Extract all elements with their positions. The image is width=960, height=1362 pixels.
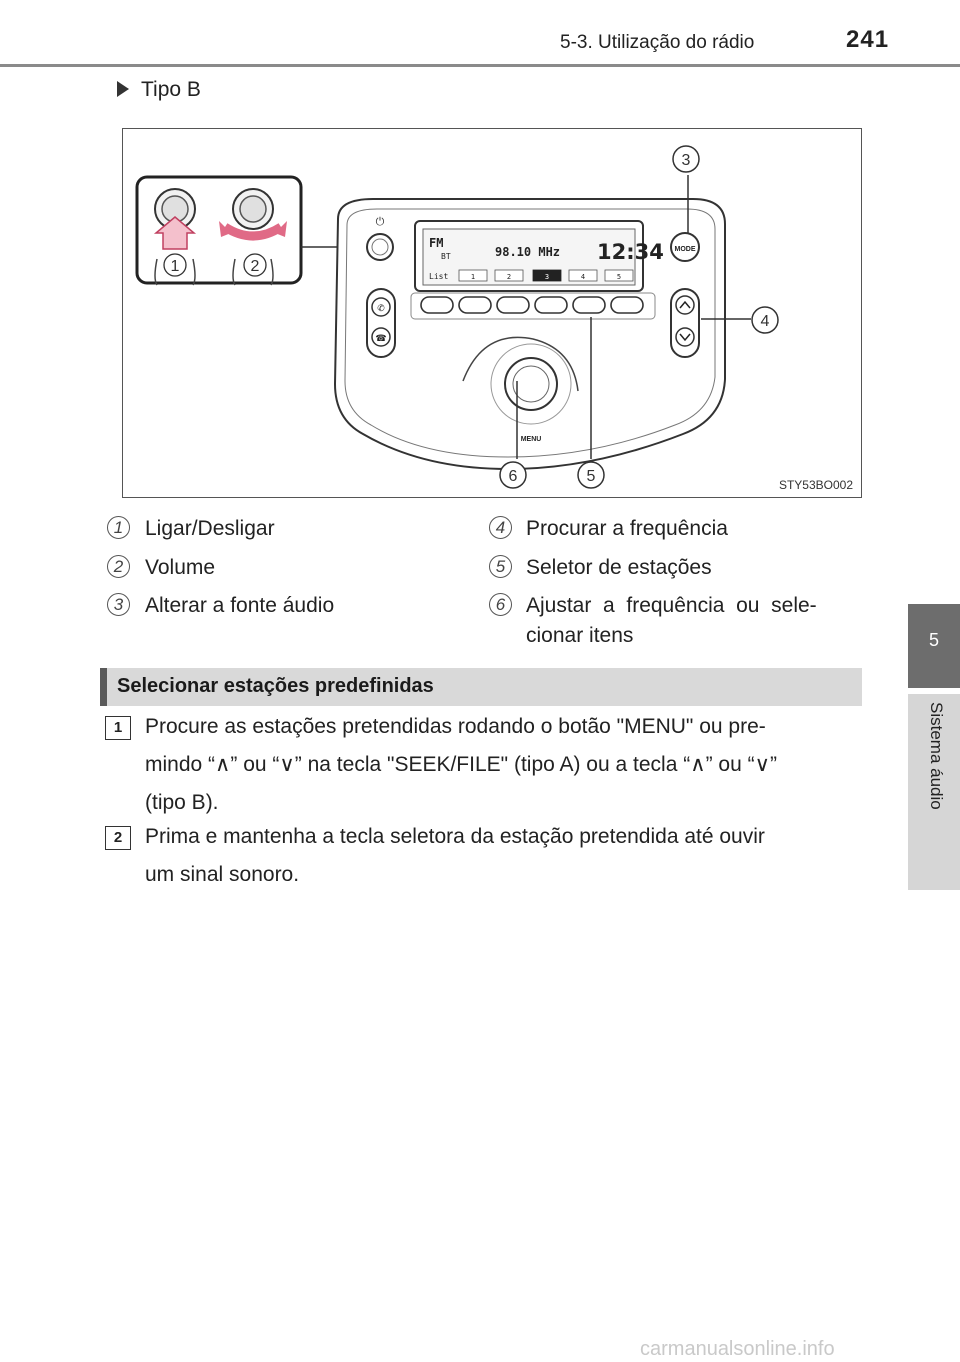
svg-text:1: 1 <box>471 273 475 281</box>
legend-text-6b: cionar itens <box>526 624 634 647</box>
step-number-2: 2 <box>105 826 131 850</box>
mode-button-icon <box>670 232 700 262</box>
press-arrow-icon <box>153 216 197 250</box>
section-title: Selecionar estações predefinidas <box>117 675 434 697</box>
legend-num-1: 1 <box>107 516 130 539</box>
callout-5: 5 <box>587 468 596 485</box>
step-number-1: 1 <box>105 716 131 740</box>
chapter-title: Sistema áudio <box>927 702 946 810</box>
legend-text-4: Procurar a frequência <box>526 517 728 540</box>
svg-text:✆: ✆ <box>377 304 385 314</box>
display-source: BT <box>441 252 451 261</box>
chapter-number: 5 <box>928 630 939 650</box>
radio-unit: ⏻ MODE FM BT 98.10 MHz 12:34 List 1 2 3 … <box>333 198 726 471</box>
svg-text:4: 4 <box>581 273 585 281</box>
figure-code: STY53BO002 <box>778 478 853 492</box>
legend-num-6: 6 <box>489 593 512 616</box>
step-2-line-1: Prima e mantenha a tecla seletora da est… <box>145 825 765 848</box>
svg-text:3: 3 <box>545 273 549 281</box>
mode-button-label: MODE <box>675 246 696 253</box>
step-1-line-1: Procure as estações pretendidas rodando … <box>145 715 766 738</box>
display-preset-row: 1 2 3 4 5 <box>458 269 634 282</box>
phone-hangup-icon <box>371 327 391 347</box>
legend-num-4: 4 <box>489 516 512 539</box>
section-banner-bar <box>100 668 107 706</box>
callout-1-inset: 1 <box>171 258 180 275</box>
legend-num-3: 3 <box>107 593 130 616</box>
legend-text-6a: Ajustar a frequência ou sele- <box>526 594 817 617</box>
triangle-bullet-icon <box>117 81 129 97</box>
callout-3: 3 <box>682 152 691 169</box>
section-banner: Selecionar estações predefinidas <box>100 668 862 706</box>
legend-num-5: 5 <box>489 555 512 578</box>
phone-pickup-icon <box>371 297 391 317</box>
rotate-arrow-icon <box>222 223 284 241</box>
radio-illustration: 1 2 ⏻ MODE FM BT 98.10 MHz 12:34 List <box>135 145 779 489</box>
display-list-label: List <box>429 272 448 281</box>
step-1-line-3: (tipo B). <box>145 791 219 814</box>
chapter-tab-number: 5 <box>908 604 960 688</box>
svg-text:⏻: ⏻ <box>376 215 385 228</box>
power-button-icon <box>366 233 394 261</box>
header-section-title: 5-3. Utilização do rádio <box>560 32 755 53</box>
legend-text-5: Seletor de estações <box>526 556 712 579</box>
knob-inset: 1 2 <box>135 175 303 286</box>
legend-num-2: 2 <box>107 555 130 578</box>
callout-4: 4 <box>761 313 770 330</box>
type-label-text: Tipo B <box>141 78 201 101</box>
type-label: Tipo B <box>117 78 201 102</box>
display-clock: 12:34 <box>597 240 664 264</box>
svg-text:2: 2 <box>507 273 511 281</box>
radio-figure: 1 2 ⏻ MODE FM BT 98.10 MHz 12:34 List <box>122 128 862 498</box>
legend-text-1: Ligar/Desligar <box>145 517 275 540</box>
step-2-line-2: um sinal sonoro. <box>145 863 300 886</box>
svg-text:☎: ☎ <box>375 334 386 344</box>
display-frequency: 98.10 MHz <box>495 245 560 259</box>
step-1-line-2: mindo “∧” ou “∨” na tecla "SEEK/FILE" (t… <box>145 753 777 776</box>
callout-2-inset: 2 <box>251 258 260 275</box>
menu-knob-label: MENU <box>521 436 542 443</box>
watermark: carmanualsonline.info <box>640 1338 835 1360</box>
display-band: FM <box>429 236 443 250</box>
legend-text-2: Volume <box>145 556 216 579</box>
seek-down-icon <box>675 327 695 347</box>
preset-buttons <box>420 296 644 314</box>
svg-text:5: 5 <box>617 273 621 281</box>
callout-6: 6 <box>509 468 518 485</box>
seek-up-icon <box>675 295 695 315</box>
chapter-tab-label: Sistema áudio <box>908 694 960 890</box>
legend-text-3: Alterar a fonte áudio <box>145 594 335 617</box>
header-divider <box>0 64 960 67</box>
page-number: 241 <box>846 26 890 53</box>
